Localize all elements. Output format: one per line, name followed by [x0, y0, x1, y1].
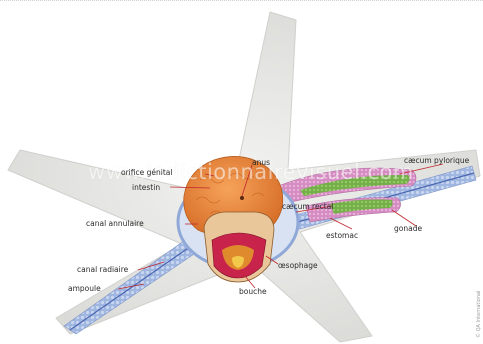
label-canal-annulaire: canal annulaire: [86, 219, 144, 228]
anus-dot: [240, 196, 244, 200]
label-caecum-pylorique: cæcum pylorique: [404, 156, 469, 165]
label-orifice-genital: orifice génital: [121, 168, 172, 177]
label-ampoule: ampoule: [68, 284, 101, 293]
label-intestin: intestin: [132, 183, 160, 192]
label-bouche: bouche: [239, 287, 267, 296]
label-canal-radiaire: canal radiaire: [77, 265, 128, 274]
label-gonade: gonade: [394, 224, 422, 233]
label-caecum-rectal: cæcum rectal: [282, 202, 333, 211]
label-estomac: estomac: [326, 231, 358, 240]
credit-text: © QA International: [476, 291, 482, 338]
label-oesophage: œsophage: [278, 261, 318, 270]
label-anus: anus: [252, 158, 270, 167]
